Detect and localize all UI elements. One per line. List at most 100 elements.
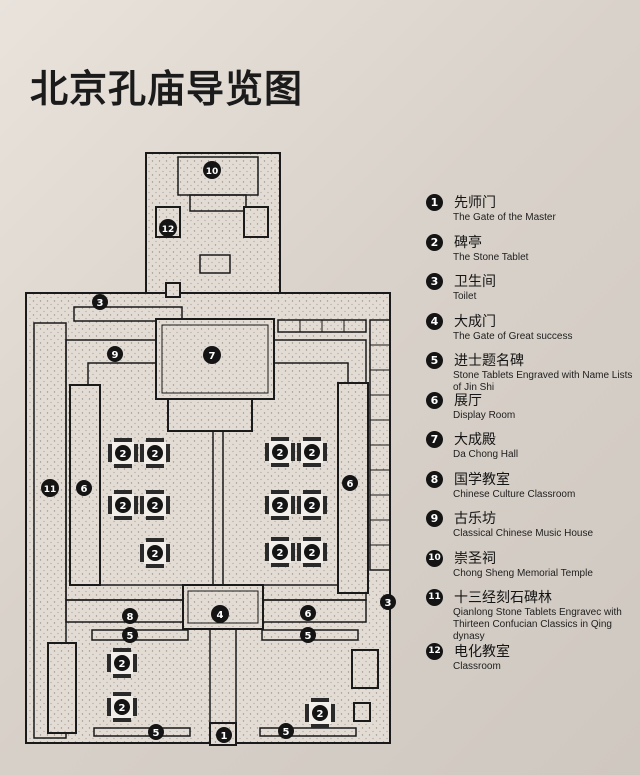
legend-item-11[interactable]: 11 十三经刻石碑林 Qianlong Stone Tablets Engrav…	[424, 585, 634, 642]
marker-2[interactable]: 2	[147, 545, 163, 561]
legend-label-cn: 卫生间	[454, 274, 496, 290]
marker-3[interactable]: 3	[92, 294, 108, 310]
legend-number: 2	[426, 233, 443, 251]
map-markers: 1 2 2 2 2 2 2 2	[41, 161, 396, 743]
marker-8[interactable]: 8	[122, 608, 138, 624]
svg-text:2: 2	[277, 501, 284, 512]
legend-item-5[interactable]: 5 进士题名碑 Stone Tablets Engraved with Name…	[424, 348, 634, 393]
svg-text:1: 1	[221, 731, 228, 742]
marker-5[interactable]: 5	[300, 627, 316, 643]
marker-11[interactable]: 11	[41, 479, 59, 497]
legend-label-cn: 古乐坊	[454, 511, 496, 527]
marker-4[interactable]: 4	[211, 605, 229, 623]
legend-label-en: Chinese Culture Classroom	[453, 488, 576, 500]
svg-text:2: 2	[120, 501, 127, 512]
marker-5[interactable]: 5	[278, 723, 294, 739]
legend-label-cn: 展厅	[454, 392, 482, 409]
legend-number: 7	[426, 431, 443, 448]
marker-2[interactable]: 2	[304, 444, 320, 460]
legend-label-cn: 先师门	[454, 195, 496, 211]
marker-2[interactable]: 2	[304, 497, 320, 513]
marker-1[interactable]: 1	[216, 727, 232, 743]
svg-text:6: 6	[305, 609, 312, 620]
marker-12[interactable]: 12	[159, 219, 177, 237]
legend-number: 9	[426, 510, 443, 527]
marker-2[interactable]: 2	[304, 544, 320, 560]
legend-number: 4	[426, 312, 443, 330]
legend-item-2[interactable]: 2 碑亭 The Stone Tablet	[424, 230, 634, 270]
legend-item-9[interactable]: 9 古乐坊 Classical Chinese Music House	[424, 506, 634, 546]
svg-text:2: 2	[309, 448, 316, 459]
legend-label-en: Classroom	[453, 661, 501, 672]
marker-2[interactable]: 2	[147, 445, 163, 461]
marker-6[interactable]: 6	[76, 480, 92, 496]
legend-item-4[interactable]: 4 大成门 The Gate of Great success	[424, 309, 634, 349]
svg-text:2: 2	[119, 659, 126, 670]
legend-item-6[interactable]: 6 展厅 Display Room	[424, 388, 634, 428]
svg-text:6: 6	[347, 479, 354, 490]
svg-text:2: 2	[277, 448, 284, 459]
svg-text:10: 10	[206, 167, 219, 177]
legend-item-7[interactable]: 7 大成殿 Da Chong Hall	[424, 427, 634, 467]
legend-label-en: The Gate of the Master	[453, 212, 556, 223]
marker-7[interactable]: 7	[203, 346, 221, 364]
svg-text:2: 2	[152, 549, 159, 560]
legend-label-cn: 大成门	[454, 313, 496, 330]
marker-6[interactable]: 6	[300, 605, 316, 621]
legend-number: 1	[426, 194, 443, 211]
svg-text:2: 2	[317, 709, 324, 720]
legend-number: 8	[426, 470, 443, 488]
svg-text:8: 8	[127, 612, 134, 623]
legend-number: 10	[426, 549, 443, 567]
legend-label-en: Classical Chinese Music House	[453, 528, 594, 539]
legend-item-8[interactable]: 8 国学教室 Chinese Culture Classroom	[424, 467, 634, 507]
legend-label-cn: 进士题名碑	[454, 353, 524, 369]
svg-text:2: 2	[309, 548, 316, 559]
marker-5[interactable]: 5	[148, 724, 164, 740]
legend-label-en: Da Chong Hall	[453, 449, 519, 460]
legend-label-en: The Gate of Great success	[453, 330, 573, 342]
legend-label-en: Toilet	[453, 291, 477, 302]
legend-label-en: Chong Sheng Memorial Temple	[453, 567, 593, 579]
svg-text:2: 2	[152, 449, 159, 460]
svg-text:2: 2	[309, 501, 316, 512]
legend-label-cn: 碑亭	[454, 234, 482, 251]
marker-2[interactable]: 2	[115, 445, 131, 461]
temple-floor-plan: 1 2 2 2 2 2 2 2	[25, 152, 396, 746]
marker-5[interactable]: 5	[122, 627, 138, 643]
marker-2[interactable]: 2	[114, 655, 130, 671]
svg-text:12: 12	[162, 225, 175, 235]
marker-2[interactable]: 2	[272, 444, 288, 460]
legend-number: 3	[426, 273, 443, 290]
marker-6[interactable]: 6	[342, 475, 358, 491]
legend-item-3[interactable]: 3 卫生间 Toilet	[424, 269, 634, 309]
svg-text:5: 5	[305, 631, 312, 642]
svg-text:11: 11	[44, 485, 57, 495]
marker-2[interactable]: 2	[272, 497, 288, 513]
legend-label-cn: 电化教室	[454, 644, 510, 660]
marker-2[interactable]: 2	[312, 705, 328, 721]
legend-label-en: Stone Tablets Engraved with Name Lists o…	[453, 370, 633, 393]
marker-2[interactable]: 2	[115, 497, 131, 513]
legend-item-1[interactable]: 1 先师门 The Gate of the Master	[424, 190, 634, 230]
legend-number: 6	[426, 391, 443, 409]
marker-3[interactable]: 3	[380, 594, 396, 610]
svg-text:2: 2	[152, 501, 159, 512]
marker-2[interactable]: 2	[272, 544, 288, 560]
marker-9[interactable]: 9	[107, 346, 123, 362]
legend-label-cn: 十三经刻石碑林	[454, 590, 552, 606]
svg-text:3: 3	[385, 598, 392, 609]
legend-item-10[interactable]: 10 崇圣祠 Chong Sheng Memorial Temple	[424, 546, 634, 586]
legend-label-cn: 大成殿	[454, 432, 496, 448]
svg-text:2: 2	[120, 449, 127, 460]
svg-text:6: 6	[81, 484, 88, 495]
legend-item-12[interactable]: 12 电化教室 Classroom	[424, 639, 634, 679]
marker-2[interactable]: 2	[147, 497, 163, 513]
svg-text:9: 9	[112, 350, 119, 361]
legend-number: 11	[426, 589, 443, 606]
svg-text:5: 5	[283, 727, 290, 738]
marker-10[interactable]: 10	[203, 161, 221, 179]
legend-label-cn: 国学教室	[454, 471, 510, 488]
legend-label-en: Qianlong Stone Tablets Engravec with Thi…	[453, 607, 622, 642]
marker-2[interactable]: 2	[114, 699, 130, 715]
